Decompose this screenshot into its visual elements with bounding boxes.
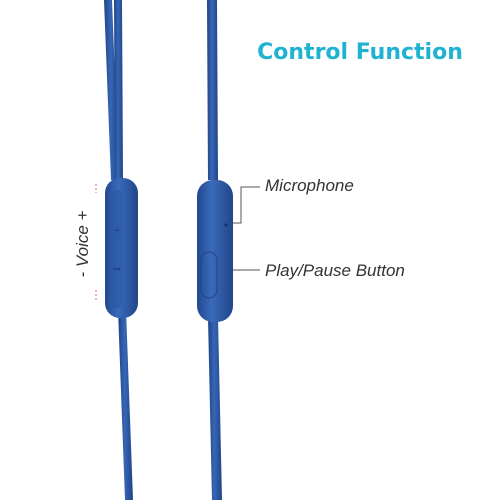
microphone-hole-icon bbox=[224, 223, 228, 227]
play-pause-label: Play/Pause Button bbox=[265, 261, 405, 280]
minus-symbol-icon bbox=[113, 268, 120, 270]
microphone-callout-line bbox=[233, 186, 260, 224]
play-pause-button-icon bbox=[200, 251, 218, 299]
left-cable bbox=[104, 0, 133, 500]
control-remote bbox=[197, 180, 233, 322]
page-title: Control Function bbox=[257, 40, 463, 65]
right-cable bbox=[207, 0, 222, 500]
microphone-label: Microphone bbox=[265, 176, 354, 195]
voice-label: - Voice + bbox=[73, 210, 92, 278]
plus-symbol-icon: + bbox=[113, 226, 121, 236]
volume-remote: + bbox=[105, 178, 138, 318]
callout-lines bbox=[233, 186, 260, 271]
